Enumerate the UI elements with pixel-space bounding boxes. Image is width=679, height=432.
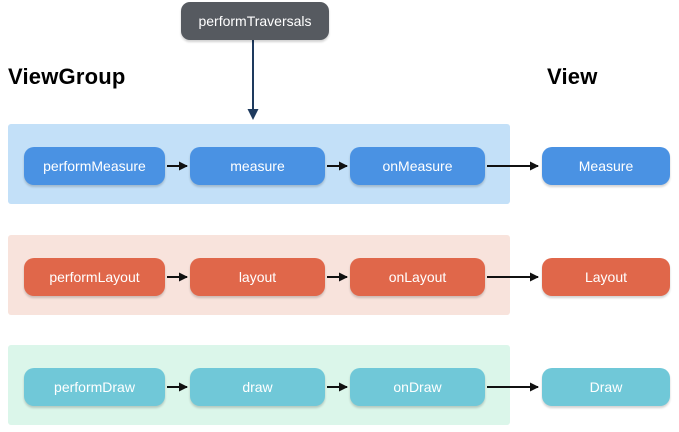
node-perform-layout: performLayout: [24, 258, 165, 296]
node-layout: layout: [190, 258, 325, 296]
node-measure: measure: [190, 147, 325, 185]
node-on-layout: onLayout: [350, 258, 485, 296]
node-perform-measure: performMeasure: [24, 147, 165, 185]
node-on-measure: onMeasure: [350, 147, 485, 185]
node-perform-draw: performDraw: [24, 368, 165, 406]
label-viewgroup: ViewGroup: [8, 64, 126, 89]
node-perform-traversals: performTraversals: [181, 2, 329, 40]
label-view: View: [547, 64, 598, 89]
node-on-draw: onDraw: [350, 368, 485, 406]
node-layout-result: Layout: [542, 258, 670, 296]
node-draw-result: Draw: [542, 368, 670, 406]
node-measure-result: Measure: [542, 147, 670, 185]
node-draw: draw: [190, 368, 325, 406]
